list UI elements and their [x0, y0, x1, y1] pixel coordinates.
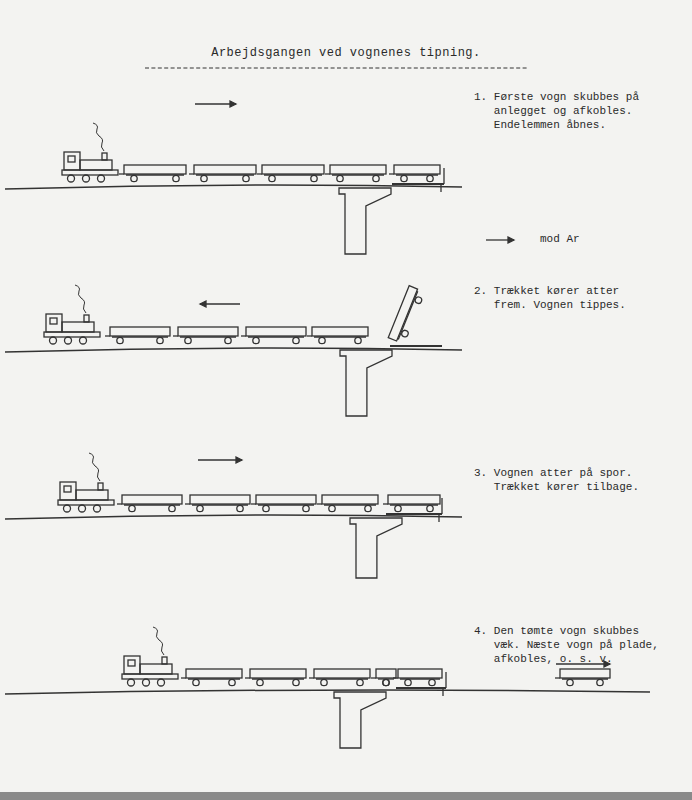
step-text: 2. Trækket kører atter frem. Vognen tipp…	[474, 284, 659, 312]
title-underline	[145, 68, 527, 69]
locomotive	[58, 453, 114, 512]
wagon	[257, 165, 324, 182]
wagon	[117, 495, 182, 512]
step-text: 1. Første vogn skubbes på anlegget og af…	[474, 90, 659, 132]
wagon	[389, 165, 440, 182]
ground-line	[5, 690, 650, 694]
tipping-pit	[350, 518, 402, 578]
wagon	[189, 165, 256, 182]
wagon	[119, 165, 186, 182]
locomotive	[44, 285, 100, 344]
tipping-plate	[396, 672, 446, 696]
step-text: 4. Den tømte vogn skubbes væk. Næste vog…	[474, 624, 659, 666]
direction-arrow	[198, 457, 242, 463]
wagon	[181, 669, 242, 686]
direction-arrow	[486, 237, 514, 243]
tipping-plate	[386, 498, 442, 522]
wagon	[383, 495, 440, 512]
wagon	[309, 669, 370, 686]
page-edge	[0, 792, 692, 800]
wagon	[555, 669, 610, 686]
direction-arrow	[200, 301, 240, 307]
title: Arbejdsgangen ved vognenes tipning.	[0, 46, 692, 60]
wagon	[241, 327, 306, 344]
direction-arrow	[195, 101, 236, 107]
tipped-wagon	[388, 286, 425, 344]
tipping-plate	[392, 168, 444, 192]
tipping-pit	[334, 692, 386, 748]
wagon	[185, 495, 250, 512]
tipping-plate	[390, 345, 442, 346]
ground-line	[5, 348, 462, 352]
tipping-pit	[340, 350, 392, 416]
wagon	[105, 327, 170, 344]
wagon	[251, 495, 316, 512]
wagon	[245, 669, 306, 686]
step-text: 3. Vognen atter på spor. Trækket kører t…	[474, 466, 659, 494]
wagon	[173, 327, 238, 344]
wagon	[307, 327, 368, 344]
tipping-pit	[339, 188, 391, 254]
ground-line	[5, 185, 462, 189]
wagon	[393, 669, 442, 686]
wagon	[317, 495, 378, 512]
locomotive	[62, 123, 118, 182]
wagon	[325, 165, 386, 182]
direction-label: mod Ar	[540, 232, 580, 246]
locomotive	[122, 627, 178, 686]
wagon	[371, 669, 396, 686]
